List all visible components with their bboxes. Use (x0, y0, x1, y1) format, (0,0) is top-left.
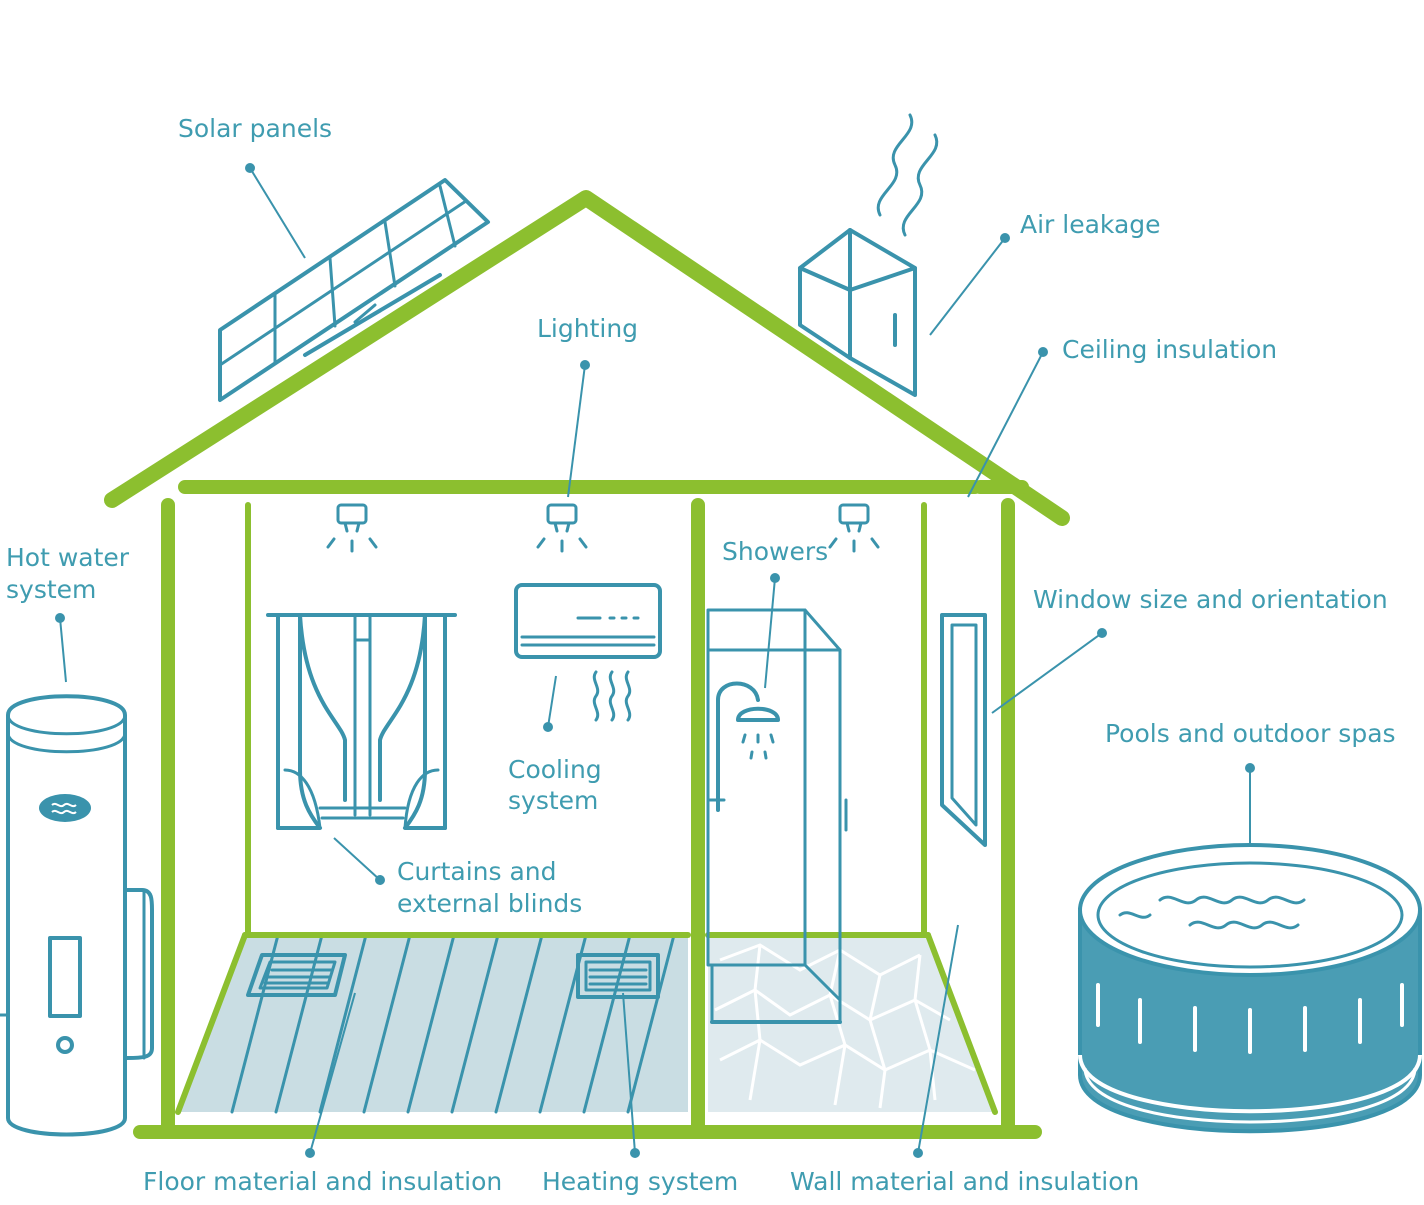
air-conditioner-icon (514, 583, 662, 722)
hot-water-tank-icon (0, 694, 154, 1137)
label-hot-water-line2: system (6, 575, 96, 604)
solar-panel-icon (218, 178, 490, 402)
label-curtains-line1: Curtains and (397, 857, 557, 886)
label-ceiling-insulation: Ceiling insulation (1062, 335, 1277, 364)
label-showers: Showers (722, 537, 828, 566)
floor-vent-icon (246, 953, 347, 997)
label-cooling-line1: Cooling (508, 755, 602, 784)
shower-head-icon (708, 681, 780, 812)
label-pools: Pools and outdoor spas (1105, 719, 1396, 748)
shower-enclosure-icon (706, 608, 848, 1024)
label-lighting: Lighting (537, 314, 638, 343)
window-icon (940, 613, 987, 847)
house-frame (104, 190, 1070, 1139)
spa-pool-icon (1078, 843, 1422, 1134)
label-wall: Wall material and insulation (790, 1167, 1139, 1196)
label-floor: Floor material and insulation (143, 1167, 502, 1196)
label-window-size: Window size and orientation (1033, 585, 1388, 614)
heating-vent-icon (576, 953, 660, 999)
chimney-icon (798, 228, 917, 397)
smoke-icon (876, 113, 939, 237)
floor-right-tiles (708, 935, 995, 1112)
floor-left (178, 933, 688, 1114)
label-hot-water-line1: Hot water (6, 543, 130, 572)
ceiling-light-icon (326, 503, 880, 553)
curtains-icon (266, 613, 457, 830)
label-curtains-line2: external blinds (397, 889, 582, 918)
label-heating: Heating system (542, 1167, 738, 1196)
leader-lines (55, 163, 1255, 1158)
label-cooling-line2: system (508, 786, 598, 815)
label-solar-panels: Solar panels (178, 114, 332, 143)
label-air-leakage: Air leakage (1020, 210, 1161, 239)
